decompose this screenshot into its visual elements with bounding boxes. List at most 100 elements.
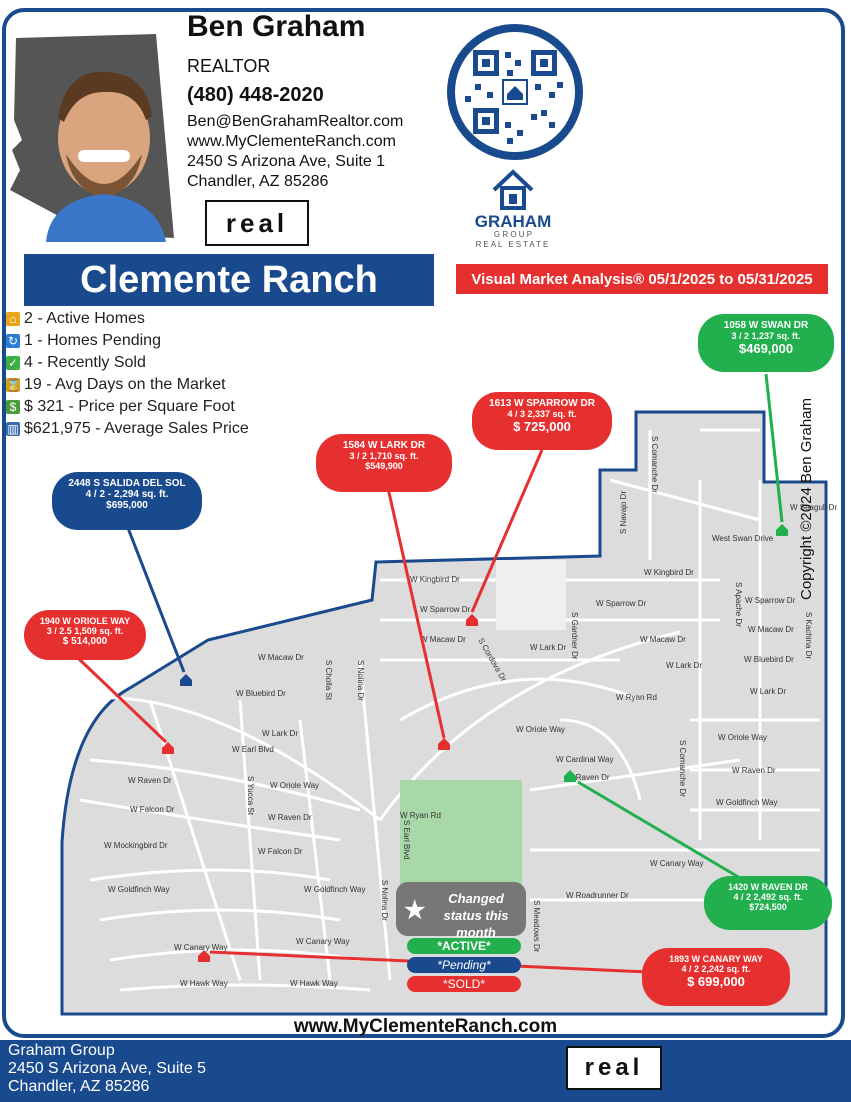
- listing-address: 2448 S SALIDA DEL SOL: [68, 478, 186, 489]
- listing-details: 4 / 3 2,337 sq. ft.: [507, 409, 577, 419]
- agent-website[interactable]: www.MyClementeRanch.com: [187, 133, 396, 150]
- footer-address2: Chandler, AZ 85286: [8, 1078, 150, 1095]
- arrow-lark: [386, 487, 446, 739]
- street-label-macaw-east: W Macaw Dr: [640, 635, 686, 644]
- listing-lark[interactable]: 1584 W LARK DR 3 / 2 1,710 sq. ft. $549,…: [316, 434, 452, 492]
- street-label-nolina-south: S Nolina Dr: [380, 880, 389, 921]
- chart-icon: ▥: [6, 422, 20, 436]
- analysis-banner: Visual Market Analysis® 05/1/2025 to 05/…: [456, 264, 828, 294]
- street-label-kingbird: W Kingbird Dr: [410, 575, 460, 584]
- listing-details: 3 / 2 1,710 sq. ft.: [349, 451, 419, 461]
- agent-email[interactable]: Ben@BenGrahamRealtor.com: [187, 113, 404, 130]
- listing-salida[interactable]: 2448 S SALIDA DEL SOL 4 / 2 - 2,294 sq. …: [52, 472, 202, 530]
- listing-address: 1940 W ORIOLE WAY: [39, 616, 131, 626]
- house-icon: ⌂: [6, 312, 20, 326]
- graham-group-house-icon: [492, 169, 534, 210]
- listing-price: $ 725,000: [513, 419, 571, 434]
- footer-brokerage-logo: real: [566, 1046, 662, 1090]
- star-icon: ★: [404, 897, 426, 924]
- street-label-sparrow-east: W Sparrow Dr: [596, 599, 647, 608]
- site-url[interactable]: www.MyClementeRanch.com: [293, 1016, 558, 1037]
- hourglass-icon: ⌛: [6, 378, 21, 392]
- listing-swan[interactable]: 1058 W SWAN DR 3 / 2 1,237 sq. ft. $469,…: [698, 314, 834, 372]
- street-label-cardinal: W Cardinal Way: [556, 755, 614, 764]
- street-label-kachina: S Kachina Dr: [804, 612, 813, 659]
- property-markers: [162, 524, 788, 962]
- legend-changed-text: Changed status this month: [443, 891, 509, 940]
- agent-photo: [10, 34, 174, 242]
- street-label-sparrow-far: W Sparrow Dr: [745, 596, 796, 605]
- house-marker-canary: [198, 950, 210, 962]
- listing-raven[interactable]: 1420 W RAVEN DR 4 / 2 2,492 sq. ft. $724…: [704, 876, 832, 930]
- house-marker-lark: [438, 738, 450, 750]
- street-label-macaw-west: W Macaw Dr: [258, 653, 304, 662]
- house-marker-oriole: [162, 742, 174, 754]
- stat-avg-price: ▥ $621,975 - Average Sales Price: [6, 418, 249, 440]
- stat-text: $621,975 - Average Sales Price: [24, 420, 249, 437]
- street-label-meadows: S Meadows Dr: [532, 900, 541, 953]
- school-lot: [496, 560, 566, 630]
- street-label-canary: W Canary Way: [174, 943, 228, 952]
- street-label-navajo: S Navajo Dr: [619, 491, 628, 534]
- listing-address: 1613 W SPARROW DR: [489, 398, 595, 409]
- street-label-mockingbird: W Mockingbird Dr: [104, 841, 168, 850]
- street-label-goldfinch-mid: W Goldfinch Way: [304, 885, 366, 894]
- street-label-goldfinch-east: W Goldfinch Way: [716, 798, 778, 807]
- group-logo-sub: G R O U P: [493, 230, 533, 239]
- listing-details: 4 / 2 2,242 sq. ft.: [681, 964, 751, 974]
- legend-changed-status: ★ Changed status this month: [396, 882, 526, 940]
- agent-phone[interactable]: (480) 448-2020: [187, 84, 324, 106]
- street-label-comanche-north: S Comanche Dr: [650, 436, 659, 493]
- street-label-comanche: S Comanche Dr: [678, 740, 687, 797]
- listing-details: 4 / 2 - 2,294 sq. ft.: [85, 489, 169, 500]
- listing-address: 1893 W CANARY WAY: [669, 954, 763, 964]
- stat-pending: ↻1 - Homes Pending: [6, 330, 249, 352]
- street-label-west-swan: West Swan Drive: [712, 534, 774, 543]
- stat-active: ⌂2 - Active Homes: [6, 308, 249, 330]
- street-label-raven: W Raven Dr: [128, 776, 172, 785]
- footer-company: Graham Group: [8, 1042, 115, 1059]
- street-label-roadrunner: W Roadrunner Dr: [566, 891, 629, 900]
- listing-sparrow[interactable]: 1613 W SPARROW DR 4 / 3 2,337 sq. ft. $ …: [472, 392, 612, 450]
- street-label-canary-mid: W Canary Way: [296, 937, 350, 946]
- street-label-kingbird-east: W Kingbird Dr: [644, 568, 694, 577]
- listing-canary[interactable]: 1893 W CANARY WAY 4 / 2 2,242 sq. ft. $ …: [642, 948, 790, 1006]
- house-marker-salida: [180, 674, 192, 686]
- street-label-cholla: S Cholla St: [324, 660, 333, 701]
- neighborhood-title: Clemente Ranch: [24, 254, 434, 306]
- arrow-raven: [577, 780, 741, 880]
- street-label-ryan-west: W Ryan Rd: [400, 811, 441, 820]
- street-label-bluebird-east: W Bluebird Dr: [744, 655, 794, 664]
- street-label-hawk-mid: W Hawk Way: [290, 979, 338, 988]
- street-label-nolina: S Nolina Dr: [356, 660, 365, 701]
- house-marker-raven: [564, 770, 576, 782]
- listing-price: $549,900: [365, 461, 403, 471]
- street-label-sparrow: W Sparrow Dr: [420, 605, 471, 614]
- street-label-hawk: W Hawk Way: [180, 979, 228, 988]
- street-label-raven-mid: W Raven Dr: [268, 813, 312, 822]
- street-label-gardner: S Gardner Dr: [570, 612, 579, 660]
- street-label-falcon-south: W Falcon Dr: [258, 847, 303, 856]
- legend-sold: *SOLD*: [407, 976, 521, 992]
- listing-price: $469,000: [738, 341, 794, 356]
- house-marker-swan: [776, 524, 788, 536]
- street-label-oriole-far: W Oriole Way: [718, 733, 767, 742]
- listing-details: 4 / 2 2,492 sq. ft.: [733, 892, 803, 902]
- refresh-icon: ↻: [6, 334, 20, 348]
- street-label-apache: S Apache Dr: [734, 582, 743, 627]
- agent-address-line1: 2450 S Arizona Ave, Suite 1: [187, 153, 386, 170]
- street-label-earl: W Earl Blvd: [232, 745, 274, 754]
- listing-oriole[interactable]: 1940 W ORIOLE WAY 3 / 2.5 1,509 sq. ft. …: [24, 610, 146, 660]
- qr-code-icon[interactable]: [445, 22, 585, 162]
- listing-address: 1420 W RAVEN DR: [728, 882, 808, 892]
- listing-price: $724,500: [749, 902, 787, 912]
- stat-ppsf: $$ 321 - Price per Square Foot: [6, 396, 249, 418]
- listing-address: 1058 W SWAN DR: [723, 320, 809, 331]
- street-label-lark-west: W Lark Dr: [262, 729, 298, 738]
- street-label-raven-far: W Raven Dr: [732, 766, 776, 775]
- listing-details: 3 / 2.5 1,509 sq. ft.: [46, 626, 124, 636]
- stat-text: 4 - Recently Sold: [24, 354, 146, 371]
- listing-details: 3 / 2 1,237 sq. ft.: [731, 331, 801, 341]
- street-label-oriole-east: W Oriole Way: [516, 725, 565, 734]
- arrow-sparrow: [470, 449, 544, 613]
